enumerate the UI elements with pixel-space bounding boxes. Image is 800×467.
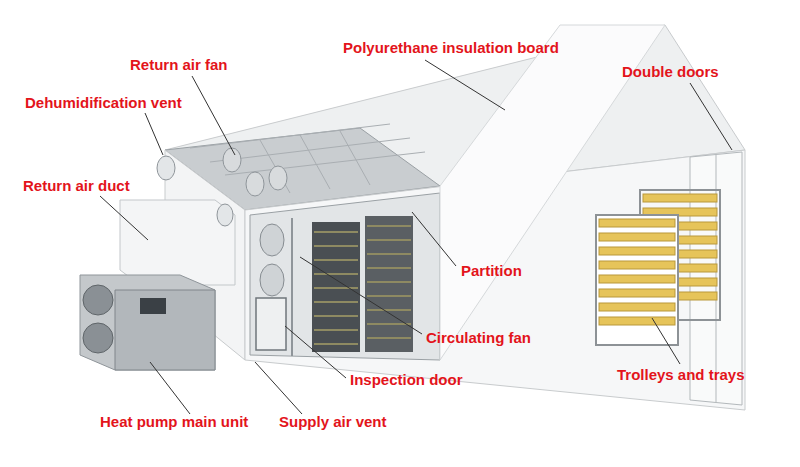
part-label: Supply air vent: [279, 413, 387, 430]
part-label: Circulating fan: [426, 329, 531, 346]
return-air-duct: [120, 200, 235, 285]
dehumidification-vent: [157, 156, 175, 180]
interior-cutaway: [250, 193, 440, 360]
heat-pump-front: [115, 290, 215, 370]
heat-pump-unit: [80, 275, 215, 370]
partition-wall: [291, 218, 293, 356]
control-panel: [140, 298, 166, 314]
part-label: Inspection door: [350, 371, 463, 388]
part-label: Return air duct: [23, 177, 130, 194]
return-fans: [223, 148, 287, 196]
unit-fan: [83, 285, 113, 315]
trolley: [596, 215, 678, 345]
part-label: Polyurethane insulation board: [343, 39, 559, 56]
tray-rack: [312, 216, 413, 352]
part-label: Heat pump main unit: [100, 413, 248, 430]
inspection-door: [256, 298, 286, 350]
part-label: Double doors: [622, 63, 719, 80]
duct-lines: [190, 124, 425, 193]
duct-vent: [217, 204, 233, 226]
part-label: Partition: [461, 262, 522, 279]
leader-lines: [100, 60, 732, 414]
part-label: Return air fan: [130, 56, 228, 73]
unit-fan: [83, 323, 113, 353]
part-label: Trolleys and trays: [617, 366, 745, 383]
part-label: Dehumidification vent: [25, 94, 182, 111]
